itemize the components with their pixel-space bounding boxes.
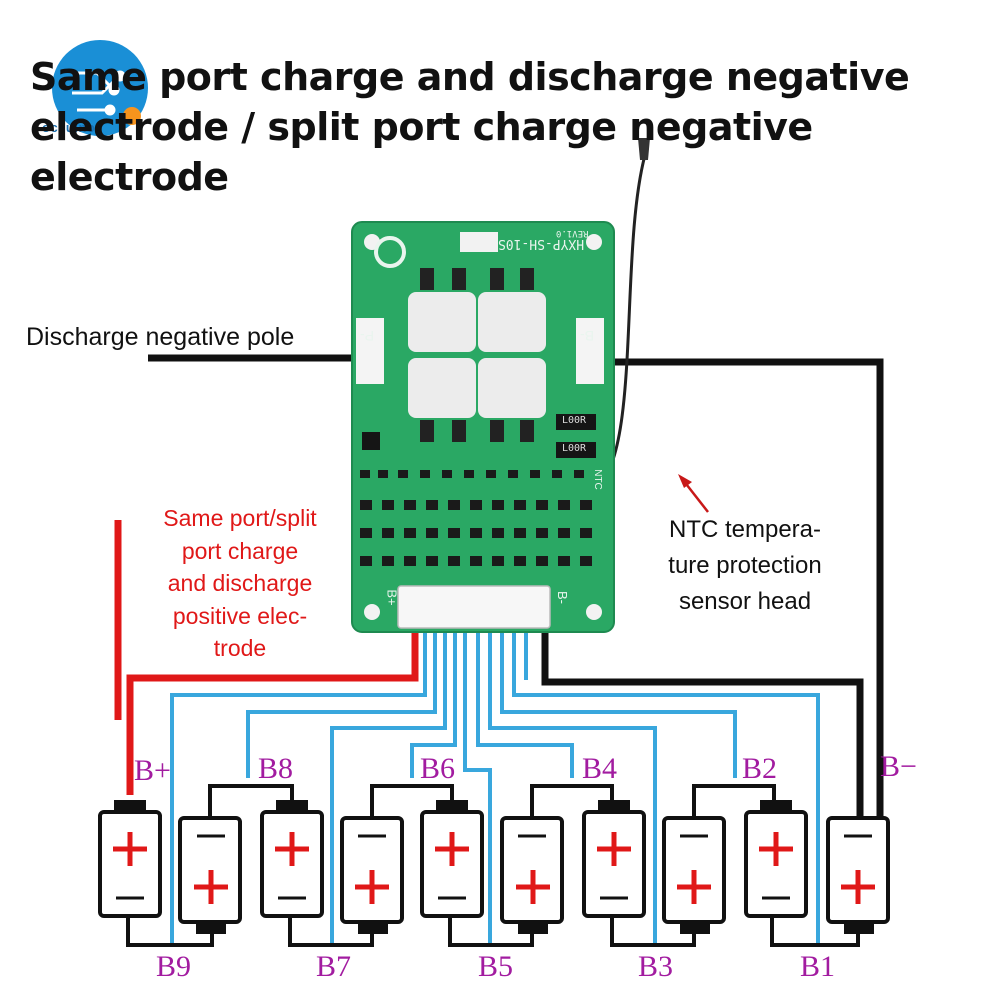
label-b8: B8 (258, 752, 294, 785)
label-b3: B3 (638, 950, 674, 983)
battery-pack (98, 784, 890, 947)
bms-board (351, 221, 615, 633)
ntc-label-line-1: NTC tempera- (668, 516, 822, 543)
negative-wires (148, 354, 884, 820)
discharge-negative-label: Discharge negative pole (26, 323, 295, 351)
label-b2: B2 (742, 752, 778, 785)
label-b1: B1 (800, 950, 836, 983)
positive-label-line-1: Same port/split (163, 505, 317, 531)
label-b6: B6 (420, 752, 456, 785)
resistor-2-label: L00R (562, 443, 587, 454)
ntc-label-line-2: ture protection (668, 552, 822, 579)
ntc-label: NTC tempera- ture protection sensor head (640, 512, 850, 620)
positive-label-line-2: port charge (181, 537, 299, 564)
resistor-1-label: L00R (562, 415, 587, 426)
label-b4: B4 (582, 752, 618, 785)
label-b7: B7 (316, 950, 352, 983)
board-model: HXYP-SH-10S (498, 236, 585, 251)
positive-label-line-5: trode (213, 635, 267, 661)
page-title: Same port charge and discharge negative … (30, 55, 910, 199)
positive-electrode-label: Same port/split port charge and discharg… (140, 502, 340, 665)
brand-logo-text: occuino (42, 120, 96, 135)
label-b-minus: B− (880, 750, 917, 783)
label-b-plus: B+ (134, 754, 171, 787)
brand-logo: occuino (42, 38, 152, 148)
ntc-arrow (678, 474, 709, 513)
connector-left-label: B+ (384, 589, 400, 606)
label-b9: B9 (156, 950, 192, 983)
label-b5: B5 (478, 950, 514, 983)
ntc-sensor-head (638, 138, 650, 160)
board-rev: REV1.0 (556, 228, 589, 238)
pad-left-label: P- (360, 328, 374, 344)
ntc-label-line-3: sensor head (678, 588, 812, 615)
positive-label-line-3: and discharge (167, 570, 313, 596)
positive-label-line-4: positive elec- (172, 602, 308, 629)
ntc-pad-label: NTC (591, 469, 603, 490)
pad-right-label: B- (580, 328, 594, 344)
positive-wire (114, 520, 419, 795)
connector-right-label: B- (555, 591, 570, 604)
balance-wires (170, 625, 820, 945)
